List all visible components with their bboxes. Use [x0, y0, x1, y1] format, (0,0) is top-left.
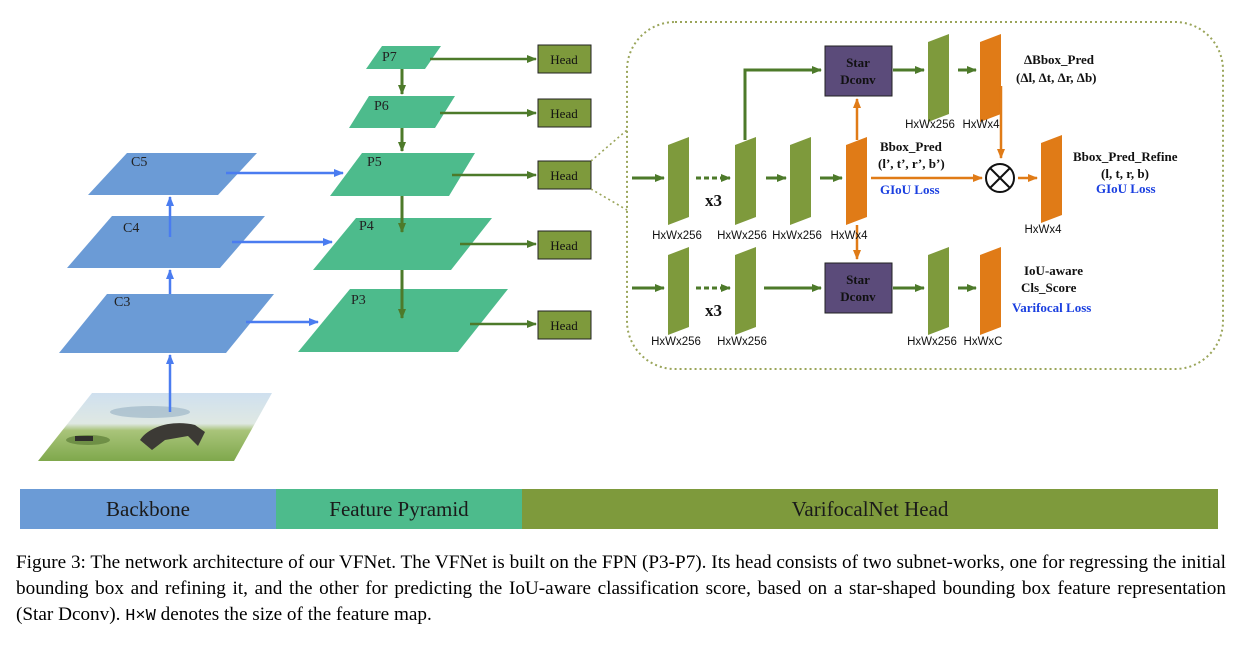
- head-boxes: [537, 44, 592, 340]
- caption-hxw: H×W: [125, 607, 156, 626]
- caption-text: Figure 3: The network architecture of ou…: [16, 552, 1226, 625]
- pyramid-plane-p6: [349, 96, 455, 128]
- pyramid-label-p5: P5: [367, 155, 382, 170]
- star-dconv-label: Star: [846, 55, 870, 70]
- orange-block-delta: [980, 34, 1001, 122]
- pyramid-label-p6: P6: [374, 99, 389, 114]
- legend-backbone: Backbone: [20, 489, 276, 529]
- backbone-plane-c5: [88, 153, 257, 195]
- head-orange-blocks: [846, 34, 1062, 335]
- feature-block-upper: [928, 34, 949, 122]
- star-dconv-label: Dconv: [840, 72, 876, 87]
- pyramid-label-p4: P4: [359, 219, 374, 234]
- varifocal-loss-label: Varifocal Loss: [1012, 300, 1091, 315]
- repeat-label: x3: [705, 191, 722, 210]
- delta-bbox-title: ΔBbox_Pred: [1024, 52, 1095, 67]
- pyramid-plane-p5: [330, 153, 475, 196]
- legend-pyramid-label: Feature Pyramid: [329, 496, 469, 521]
- orange-block-refine: [1041, 135, 1062, 223]
- head-box-p5: [537, 160, 592, 190]
- feature-block-bottom-2: [735, 247, 756, 335]
- head-box-p6: [537, 98, 592, 128]
- bbox-pred-vars: (l’, t’, r’, b’): [878, 156, 945, 171]
- head-box-label: Head: [550, 106, 578, 121]
- backbone-planes: [59, 153, 274, 353]
- head-detail-panel: [626, 21, 1224, 370]
- head-green-arrows: [632, 66, 977, 292]
- bbox-pred-title: Bbox_Pred: [880, 139, 943, 154]
- multiply-icon: [985, 163, 1015, 193]
- orange-block-bbox-pred: [846, 137, 867, 225]
- legend-backbone-label: Backbone: [106, 496, 190, 521]
- repeat-dashed-arrows: [696, 174, 731, 292]
- star-dconv-label: Dconv: [840, 289, 876, 304]
- head-feature-blocks: [668, 34, 949, 335]
- head-box-label: Head: [550, 238, 578, 253]
- dim-label: HxWx4: [830, 230, 868, 242]
- dim-label: HxWx256: [717, 336, 767, 348]
- backbone-label-c3: C3: [114, 295, 130, 310]
- backbone-plane-c4: [67, 216, 265, 268]
- pyramid-planes: [298, 46, 508, 352]
- orange-block-cls: [980, 247, 1001, 335]
- star-dconv-top: [824, 45, 893, 97]
- iou-score-title: IoU-aware: [1024, 263, 1083, 278]
- dim-label: HxWxC: [964, 336, 1003, 348]
- dim-label: HxWx256: [772, 230, 822, 242]
- feature-block-top-1: [668, 137, 689, 225]
- pyramid-to-head-arrows: [430, 55, 537, 328]
- dim-label: HxWx256: [717, 230, 767, 242]
- dim-label: HxWx4: [1024, 224, 1062, 236]
- pyramid-plane-p7: [366, 46, 441, 69]
- delta-bbox-vars: (Δl, Δt, Δr, Δb): [1016, 70, 1097, 85]
- giou-loss-label: GIoU Loss: [880, 182, 940, 197]
- bbox-refine-vars: (l, t, r, b): [1101, 166, 1149, 181]
- dim-label: HxWx256: [652, 230, 702, 242]
- head-box-p7: [537, 44, 592, 74]
- feature-block-bottom-3: [928, 247, 949, 335]
- giou-loss-label: GIoU Loss: [1096, 181, 1156, 196]
- feature-block-top-2: [735, 137, 756, 225]
- feature-block-bottom-1: [668, 247, 689, 335]
- zoom-lines: [590, 129, 628, 211]
- backbone-label-c5: C5: [131, 155, 147, 170]
- star-dconv-bottom: [824, 262, 893, 314]
- head-box-label: Head: [550, 168, 578, 183]
- pyramid-plane-p3: [298, 289, 508, 352]
- input-image: [38, 393, 272, 461]
- legend-varifocal-head: VarifocalNet Head: [522, 489, 1218, 529]
- lateral-arrows: [226, 169, 344, 326]
- head-box-p3: [537, 310, 592, 340]
- dim-label: HxWx256: [651, 336, 701, 348]
- star-dconv-label: Star: [846, 272, 870, 287]
- bbox-refine-title: Bbox_Pred_Refine: [1073, 149, 1178, 164]
- pyramid-label-p3: P3: [351, 293, 366, 308]
- head-orange-arrows: [853, 86, 1038, 260]
- pyramid-plane-p4: [313, 218, 492, 270]
- caption-text-end: denotes the size of the feature map.: [160, 604, 432, 625]
- dim-label: HxWx256: [907, 336, 957, 348]
- feature-block-top-3: [790, 137, 811, 225]
- iou-score-subtitle: Cls_Score: [1021, 280, 1077, 295]
- dim-label: HxWx256: [905, 119, 955, 131]
- legend-feature-pyramid: Feature Pyramid: [276, 489, 522, 529]
- dim-label: HxWx4: [962, 119, 1000, 131]
- legend-head-label: VarifocalNet Head: [791, 496, 949, 521]
- figure-caption: Figure 3: The network architecture of ou…: [16, 550, 1226, 630]
- repeat-label: x3: [705, 301, 722, 320]
- backbone-label-c4: C4: [123, 221, 139, 236]
- head-box-label: Head: [550, 52, 578, 67]
- head-box-label: Head: [550, 318, 578, 333]
- pyramid-label-p7: P7: [382, 50, 397, 65]
- head-box-p4: [537, 230, 592, 260]
- backbone-plane-c3: [59, 294, 274, 353]
